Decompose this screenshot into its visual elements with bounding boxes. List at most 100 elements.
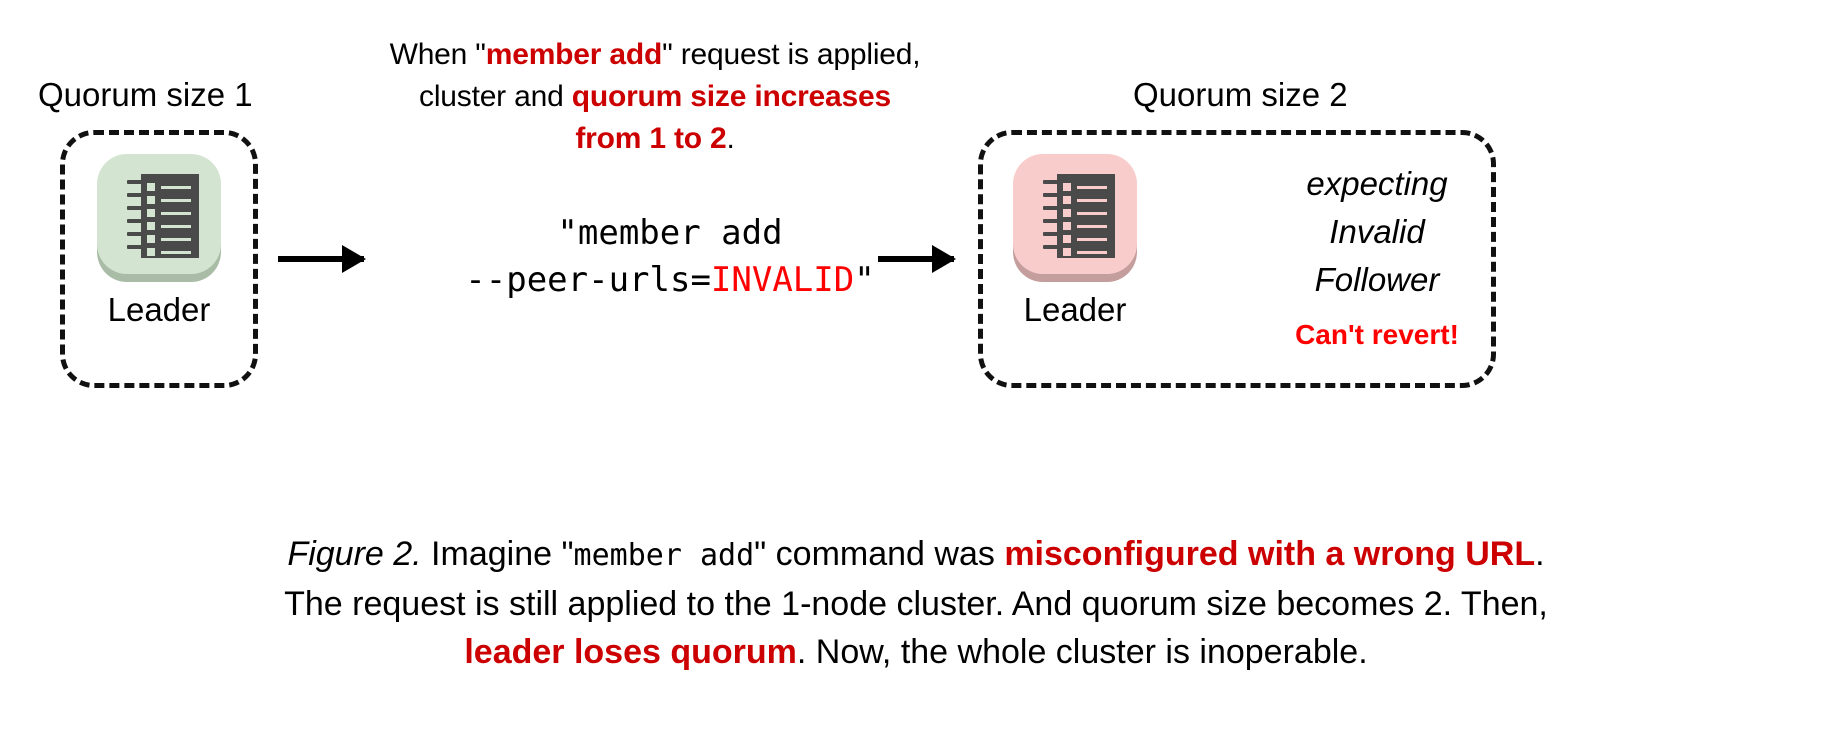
figure-caption: Figure 2. Imagine "member add" command w… xyxy=(40,530,1792,676)
top-note-l1b: member add xyxy=(485,38,663,71)
top-note-l2b: quorum size increases xyxy=(571,80,891,113)
command-l2c: " xyxy=(854,260,875,300)
ledger-bullet xyxy=(1063,209,1071,217)
ledger-row xyxy=(147,248,191,256)
ledger-glyph xyxy=(127,174,199,258)
status-line-invalid: Invalid xyxy=(1329,213,1425,250)
ledger-ring xyxy=(1043,219,1061,223)
caption-figure-label: Figure 2. xyxy=(287,535,422,573)
top-note-l3b: . xyxy=(726,122,735,155)
ledger-line xyxy=(1077,237,1107,241)
ledger-ring xyxy=(1043,245,1061,249)
ledger-bullet xyxy=(147,209,155,217)
ledger-row xyxy=(1063,235,1107,243)
ledger-ring xyxy=(127,245,145,249)
ledger-bullet xyxy=(1063,235,1071,243)
top-note-l2a: cluster and xyxy=(419,80,572,113)
caption-mono-command: member add xyxy=(573,538,755,573)
top-annotation: When "member add" request is applied, cl… xyxy=(355,34,955,160)
caption-s4: The request is still applied to the 1-no… xyxy=(284,585,1548,623)
ledger-row xyxy=(147,209,191,217)
ledger-icon xyxy=(97,154,221,274)
ledger-row xyxy=(1063,209,1107,217)
member-add-command: "member add --peer-urls=INVALID" xyxy=(400,210,940,304)
ledger-row xyxy=(147,183,191,191)
top-note-l3a: from 1 to 2 xyxy=(575,122,727,155)
caption-highlight-loses-quorum: leader loses quorum xyxy=(464,633,797,671)
ledger-bullet xyxy=(1063,196,1071,204)
top-annotation-line-2: cluster and quorum size increases xyxy=(355,76,955,118)
ledger-row xyxy=(1063,183,1107,191)
caption-s3: . xyxy=(1535,535,1545,573)
ledger-ring xyxy=(127,193,145,197)
caption-s1: Imagine " xyxy=(421,535,574,573)
status-line-follower: Follower xyxy=(1314,261,1440,298)
ledger-ring xyxy=(1043,206,1061,210)
caption-s5: . Now, the whole cluster is inoperable. xyxy=(796,633,1368,671)
ledger-row xyxy=(147,235,191,243)
left-cluster-box xyxy=(60,130,258,388)
ledger-line xyxy=(161,185,191,189)
left-leader-icon-wrap xyxy=(93,150,225,282)
ledger-row xyxy=(147,222,191,230)
top-note-l1a: When " xyxy=(389,38,486,71)
right-cluster-title: Quorum size 2 xyxy=(1133,76,1348,113)
top-annotation-line-3: from 1 to 2. xyxy=(355,118,955,160)
right-leader-icon-wrap xyxy=(1009,150,1141,282)
ledger-bullet xyxy=(147,235,155,243)
caption-line-1: Figure 2. Imagine "member add" command w… xyxy=(40,530,1792,580)
ledger-ring xyxy=(127,206,145,210)
command-invalid-value: INVALID xyxy=(710,260,855,300)
ledger-line xyxy=(1077,250,1107,254)
ledger-line xyxy=(1077,224,1107,228)
command-l1: "member add xyxy=(557,213,783,253)
ledger-icon xyxy=(1013,154,1137,274)
command-line-2: --peer-urls=INVALID" xyxy=(400,257,940,304)
ledger-ring xyxy=(1043,180,1061,184)
caption-s2: " command was xyxy=(754,535,1005,573)
ledger-line xyxy=(161,211,191,215)
ledger-bullet xyxy=(1063,183,1071,191)
ledger-ring xyxy=(1043,232,1061,236)
ledger-bullet xyxy=(147,196,155,204)
ledger-bullet xyxy=(147,183,155,191)
top-note-l1c: " request is applied, xyxy=(662,38,921,71)
caption-line-3: leader loses quorum. Now, the whole clus… xyxy=(40,628,1792,676)
ledger-glyph xyxy=(1043,174,1115,258)
arrow-right-icon xyxy=(878,245,956,273)
ledger-line xyxy=(161,198,191,202)
ledger-ring xyxy=(127,219,145,223)
left-leader-label: Leader xyxy=(107,291,211,328)
arrow-right-icon xyxy=(278,245,366,273)
ledger-line xyxy=(161,224,191,228)
command-l2a: --peer-urls= xyxy=(465,260,711,300)
ledger-bullet xyxy=(147,222,155,230)
top-annotation-line-1: When "member add" request is applied, xyxy=(355,34,955,76)
cant-revert-alert: Can't revert! xyxy=(1295,319,1459,350)
left-cluster-title: Quorum size 1 xyxy=(38,76,253,113)
command-line-1: "member add xyxy=(400,210,940,257)
status-line-expecting: expecting xyxy=(1306,165,1448,202)
ledger-ring xyxy=(127,232,145,236)
right-cluster-box xyxy=(978,130,1496,388)
ledger-line xyxy=(1077,198,1107,202)
right-leader-label: Leader xyxy=(1023,291,1127,328)
left-leader-node: Leader xyxy=(84,150,234,330)
ledger-row xyxy=(1063,248,1107,256)
ledger-ring xyxy=(1043,193,1061,197)
ledger-row xyxy=(147,196,191,204)
ledger-row xyxy=(1063,196,1107,204)
caption-highlight-misconfigured: misconfigured with a wrong URL xyxy=(1004,535,1536,573)
right-leader-node: Leader xyxy=(1000,150,1150,330)
right-status-block: expecting Invalid Follower Can't revert! xyxy=(1258,160,1496,352)
ledger-line xyxy=(1077,185,1107,189)
caption-line-2: The request is still applied to the 1-no… xyxy=(40,580,1792,628)
ledger-ring xyxy=(127,180,145,184)
ledger-line xyxy=(1077,211,1107,215)
ledger-line xyxy=(161,250,191,254)
ledger-bullet xyxy=(147,248,155,256)
ledger-bullet xyxy=(1063,248,1071,256)
ledger-bullet xyxy=(1063,222,1071,230)
ledger-line xyxy=(161,237,191,241)
